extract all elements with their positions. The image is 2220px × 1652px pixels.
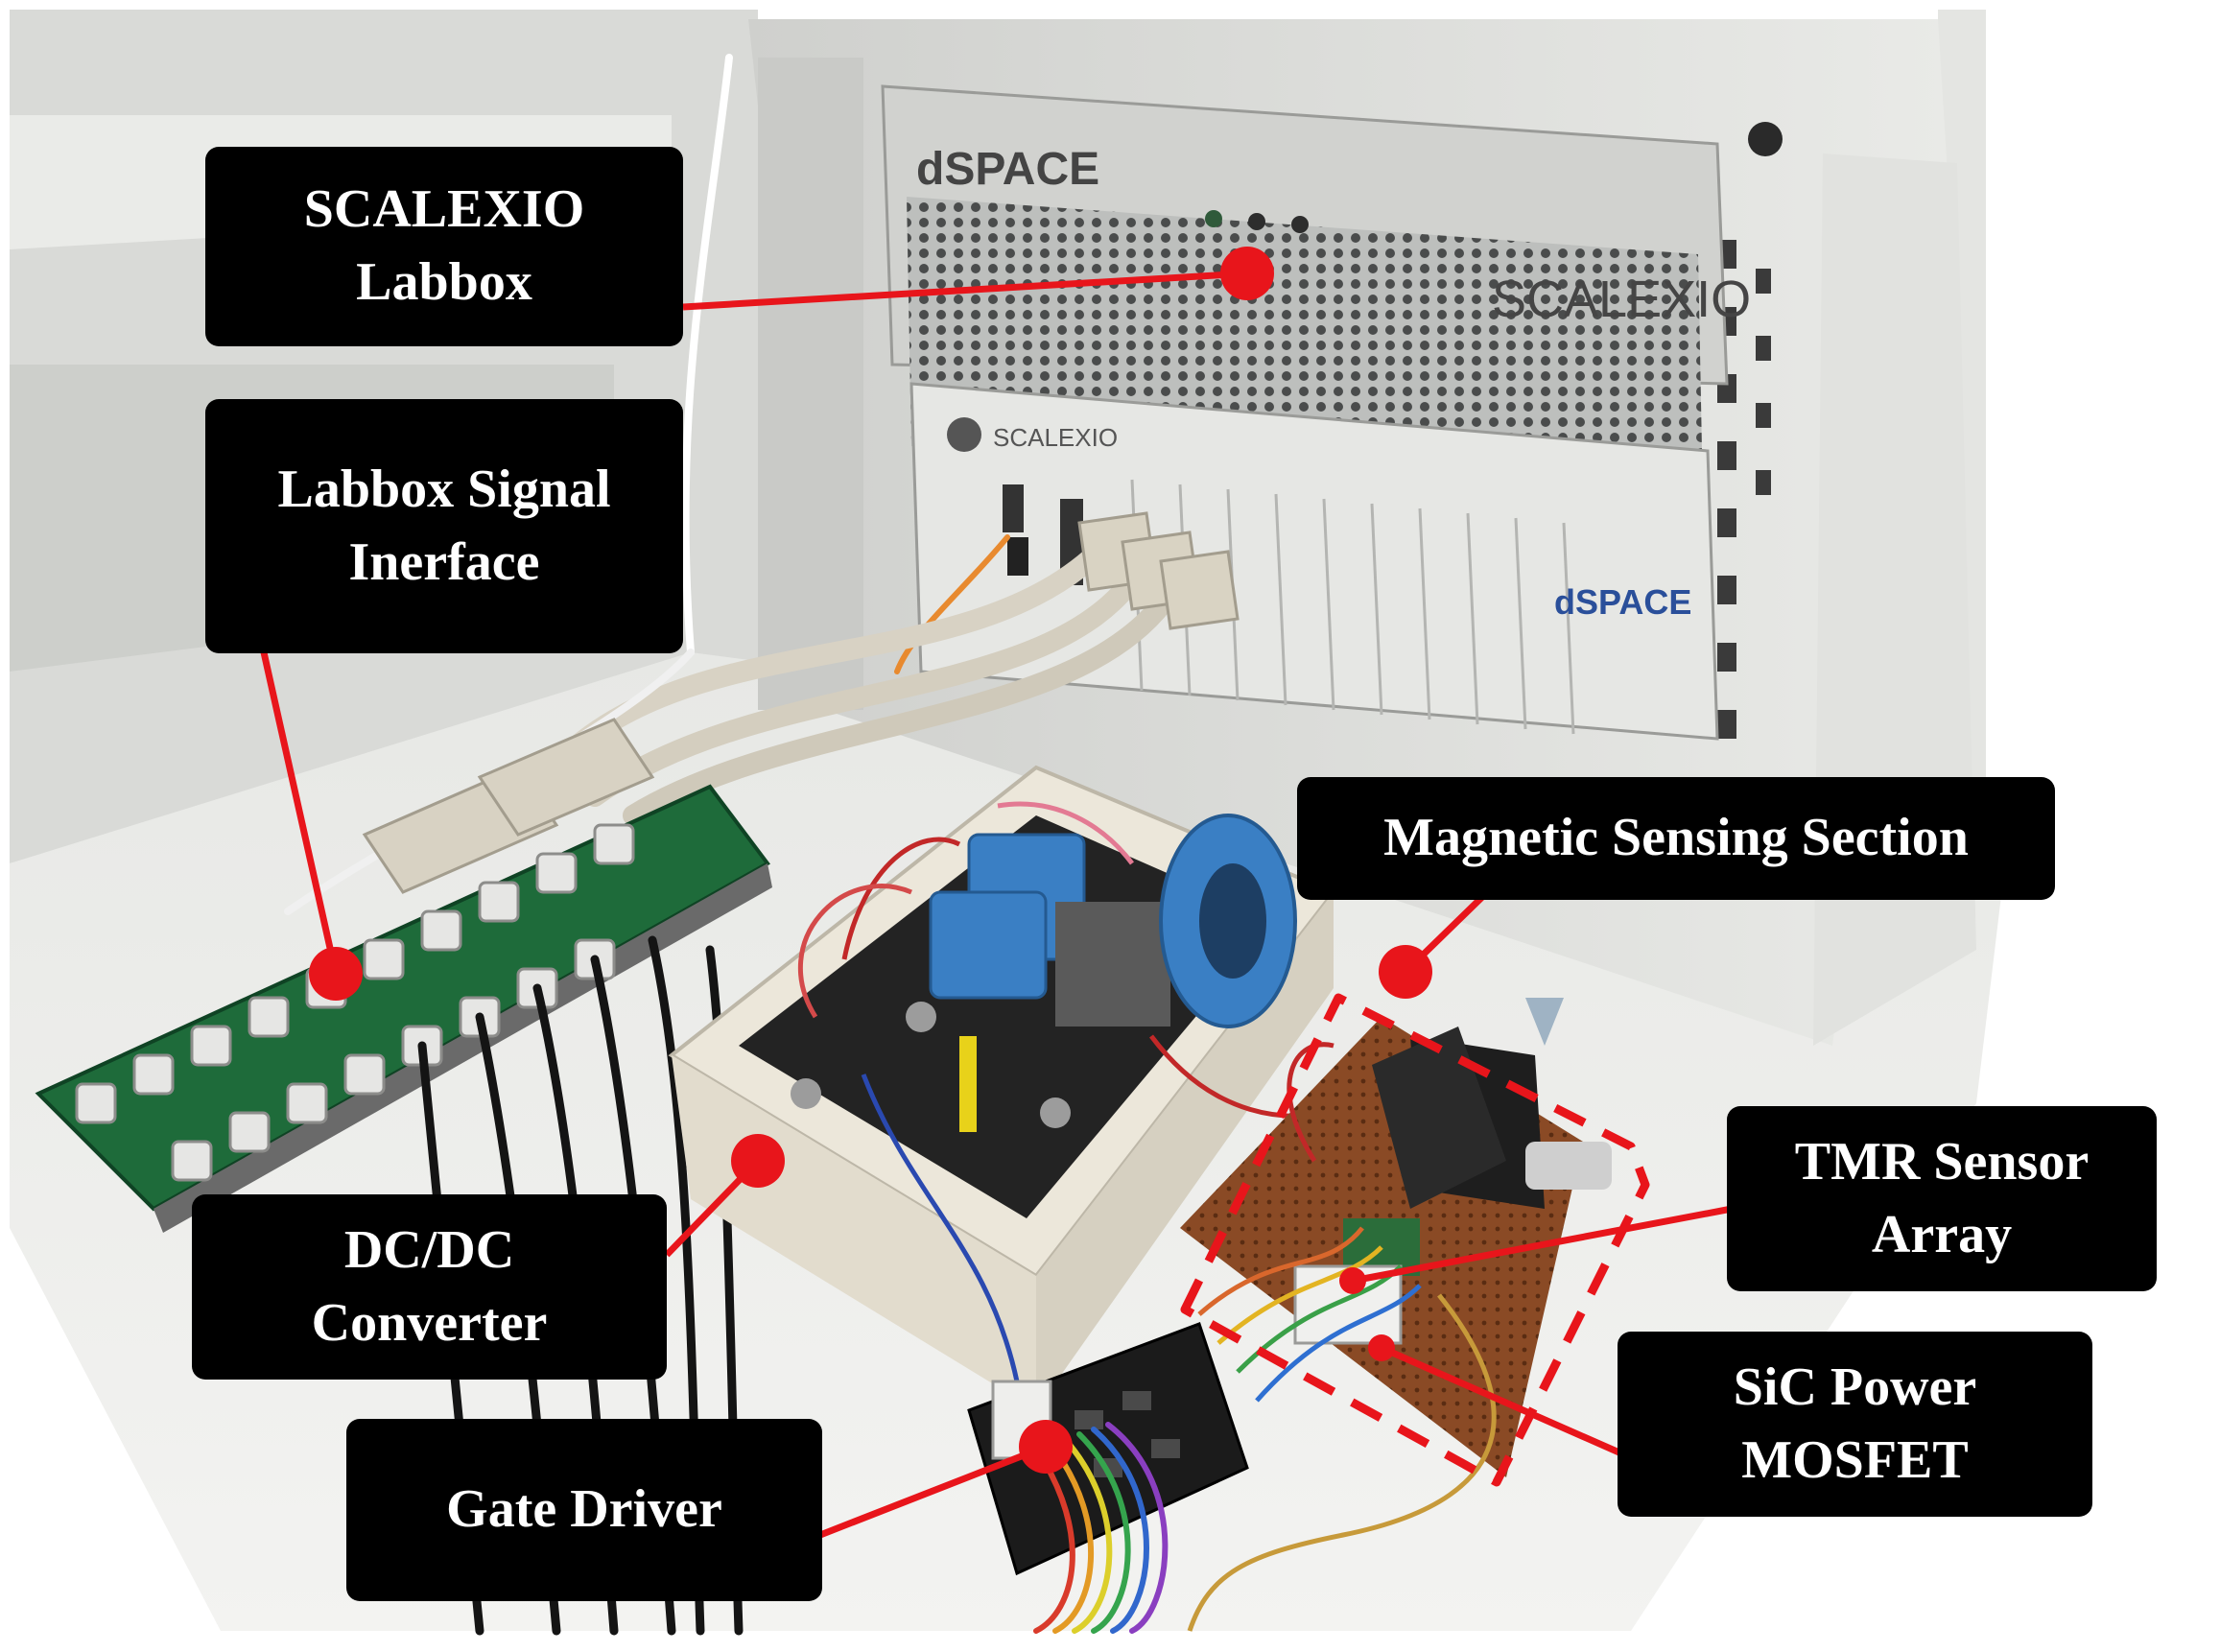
signal-interface-board [35,718,772,1233]
label-scalexio-labbox: SCALEXIO Labbox [205,147,683,346]
label-scalexio-labbox-line2: Labbox [356,252,532,312]
scalexio-io-label: SCALEXIO [993,423,1118,452]
scalexio-front-label: SCALEXIO [1492,271,1751,328]
leader-signal-interface [260,651,340,975]
leader-gate-driver [818,1443,1048,1539]
label-tmr-sensor-line1: TMR Sensor [1794,1131,2090,1192]
label-tmr-sensor-line2: Array [1871,1204,2013,1264]
leader-tmr-sensor [1352,1205,1733,1285]
dot-scalexio-labbox [1220,247,1274,300]
dot-gate-driver [1019,1420,1073,1474]
callout-leaders [260,247,1733,1539]
dot-sic-mosfet [1368,1334,1395,1361]
label-signal-interface-line1: Labbox Signal [277,459,611,519]
label-dcdc-converter-line1: DC/DC [343,1219,515,1280]
label-dcdc-converter: DC/DC Converter [192,1194,667,1380]
gate-driver-board [967,1322,1249,1634]
dot-magnetic-sensing [1379,945,1432,999]
label-gate-driver-line1: Gate Driver [446,1479,722,1540]
label-sic-mosfet: SiC Power MOSFET [1618,1332,2092,1517]
label-magnetic-sensing: Magnetic Sensing Section [1297,777,2055,900]
label-scalexio-labbox-line1: SCALEXIO [303,179,585,240]
label-dcdc-converter-line2: Converter [311,1292,548,1353]
label-signal-interface-line2: Inerface [348,531,540,592]
label-gate-driver: Gate Driver [346,1419,822,1601]
label-signal-interface: Labbox Signal Inerface [205,399,683,653]
label-sic-mosfet-line1: SiC Power [1733,1357,1977,1417]
label-sic-mosfet-line2: MOSFET [1741,1429,1969,1490]
leader-sic-mosfet [1380,1344,1623,1457]
dot-dcdc-converter [731,1134,785,1188]
dspace-logo-top: dSPACE [916,144,1099,195]
db-connectors-rack [1077,511,1240,630]
dspace-logo-bottom: dSPACE [1554,582,1691,622]
dot-tmr-sensor [1339,1267,1366,1294]
label-tmr-sensor: TMR Sensor Array [1727,1106,2157,1291]
magnetic-sensing-region-outline [1180,993,1650,1487]
leader-scalexio-labbox [682,270,1248,311]
magnetic-sensing-hardware [1180,998,1612,1632]
label-magnetic-sensing-line1: Magnetic Sensing Section [1383,808,1969,868]
dot-signal-interface [309,947,363,1001]
